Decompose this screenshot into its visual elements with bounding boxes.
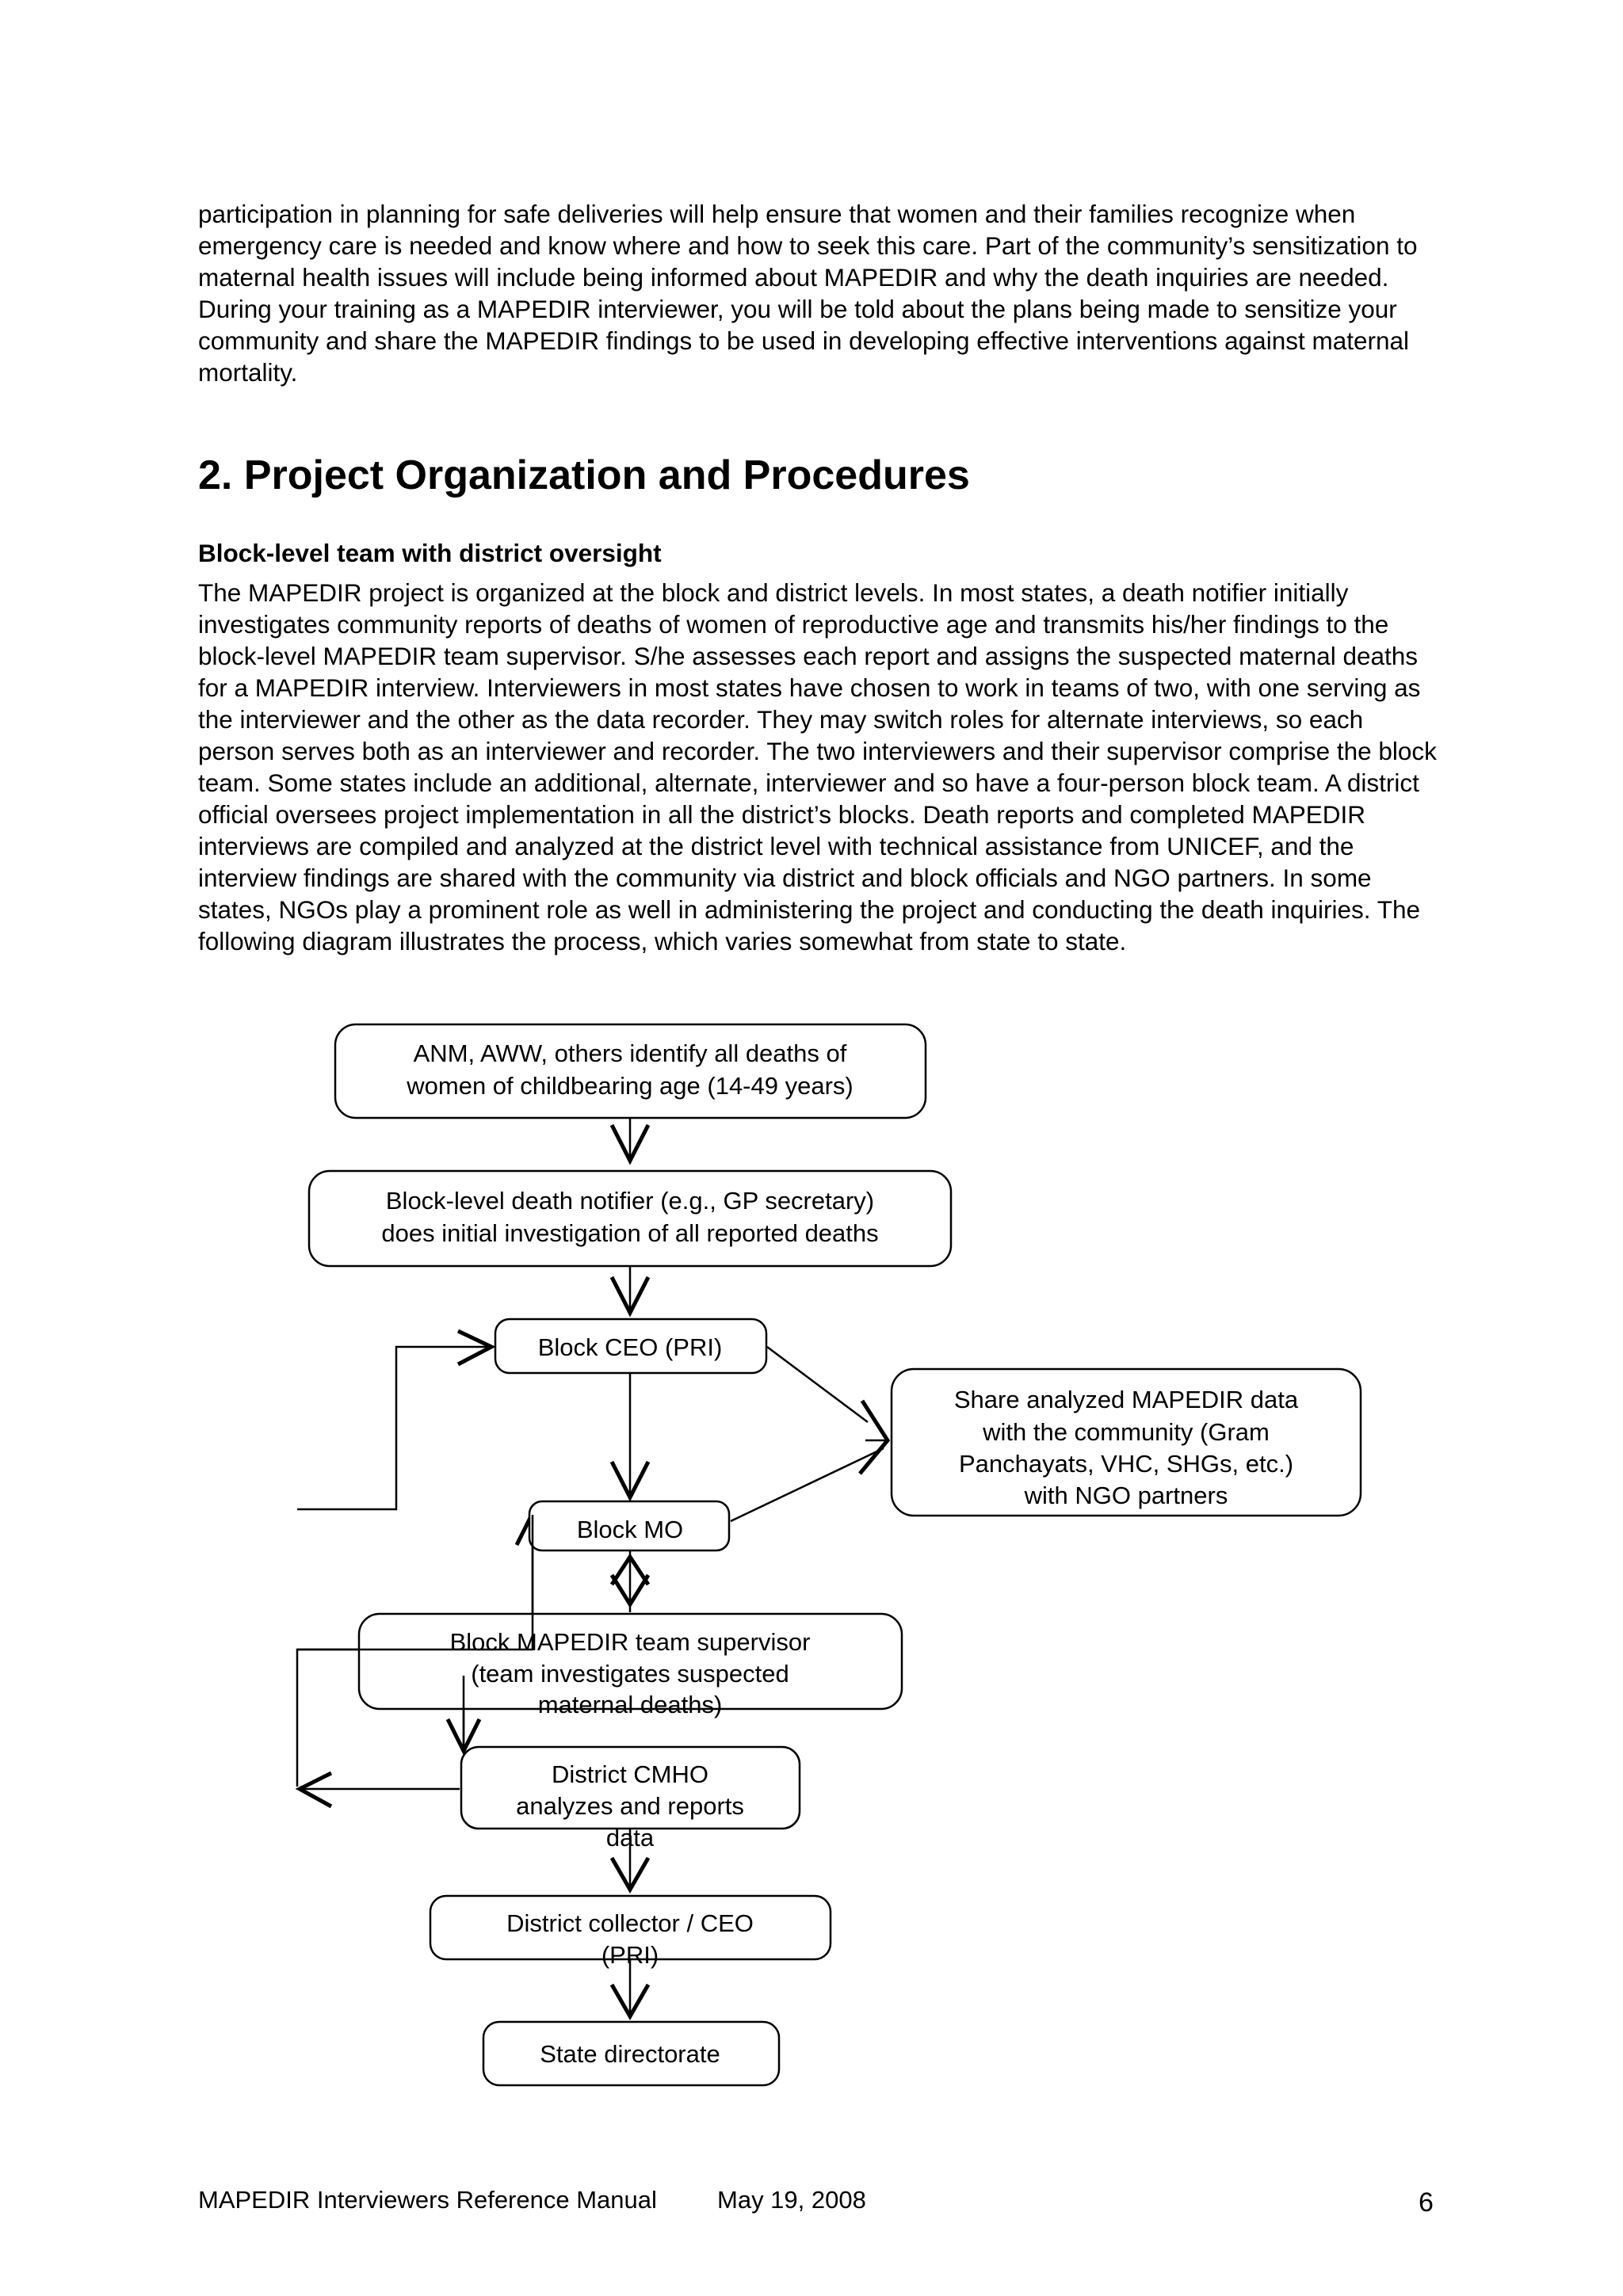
node-share-data: Share analyzed MAPEDIR data with the com… xyxy=(890,1367,1362,1517)
node-collector-line-1: District collector / CEO xyxy=(506,1909,754,1937)
node-cmho-line-2: analyzes and reports xyxy=(516,1792,744,1820)
node-identify-line-2: women of childbearing age (14-49 years) xyxy=(406,1072,853,1100)
node-share-line-2: with the community (Gram xyxy=(982,1418,1270,1446)
node-supervisor-line-3: maternal deaths) xyxy=(538,1691,723,1718)
body-paragraph: The MAPEDIR project is organized at the … xyxy=(198,578,1437,955)
node-notifier-line-2: does initial investigation of all report… xyxy=(381,1219,878,1247)
subheading: Block-level team with district oversight xyxy=(198,539,662,567)
node-share-line-3: Panchayats, VHC, SHGs, etc.) xyxy=(959,1450,1293,1478)
node-supervisor-line-2: (team investigates suspected xyxy=(471,1660,789,1688)
node-state-label: State directorate xyxy=(540,2040,720,2068)
node-block-ceo: Block CEO (PRI) xyxy=(494,1318,768,1375)
node-notifier-line-1: Block-level death notifier (e.g., GP sec… xyxy=(386,1187,874,1215)
node-death-notifier: Block-level death notifier (e.g., GP sec… xyxy=(307,1169,953,1268)
footer-date: May 19, 2008 xyxy=(717,2186,866,2214)
node-supervisor-line-1: Block MAPEDIR team supervisor xyxy=(450,1628,811,1656)
node-district-collector: District collector / CEO (PRI) xyxy=(429,1894,832,1969)
node-district-cmho: District CMHO analyzes and reports data xyxy=(460,1745,801,1852)
node-block-ceo-label: Block CEO (PRI) xyxy=(538,1333,723,1361)
section-heading: 2. Project Organization and Procedures xyxy=(198,452,970,498)
node-team-supervisor: Block MAPEDIR team supervisor (team inve… xyxy=(357,1612,903,1718)
intro-paragraph: participation in planning for safe deliv… xyxy=(198,200,1418,387)
node-collector-line-2: (PRI) xyxy=(601,1941,659,1969)
node-cmho-line-1: District CMHO xyxy=(552,1760,708,1788)
node-share-line-1: Share analyzed MAPEDIR data xyxy=(954,1386,1299,1413)
node-identify-line-1: ANM, AWW, others identify all deaths of xyxy=(414,1039,847,1067)
node-block-mo-label: Block MO xyxy=(577,1516,683,1543)
footer-page-number: 6 xyxy=(1419,2187,1434,2218)
node-state-directorate: State directorate xyxy=(482,2020,781,2087)
footer-document-title: MAPEDIR Interviewers Reference Manual xyxy=(198,2186,657,2214)
node-block-mo: Block MO xyxy=(528,1500,731,1552)
node-cmho-line-3: data xyxy=(606,1824,655,1852)
node-share-line-4: with NGO partners xyxy=(1024,1482,1228,1509)
node-identify-deaths: ANM, AWW, others identify all deaths of … xyxy=(334,1023,927,1119)
